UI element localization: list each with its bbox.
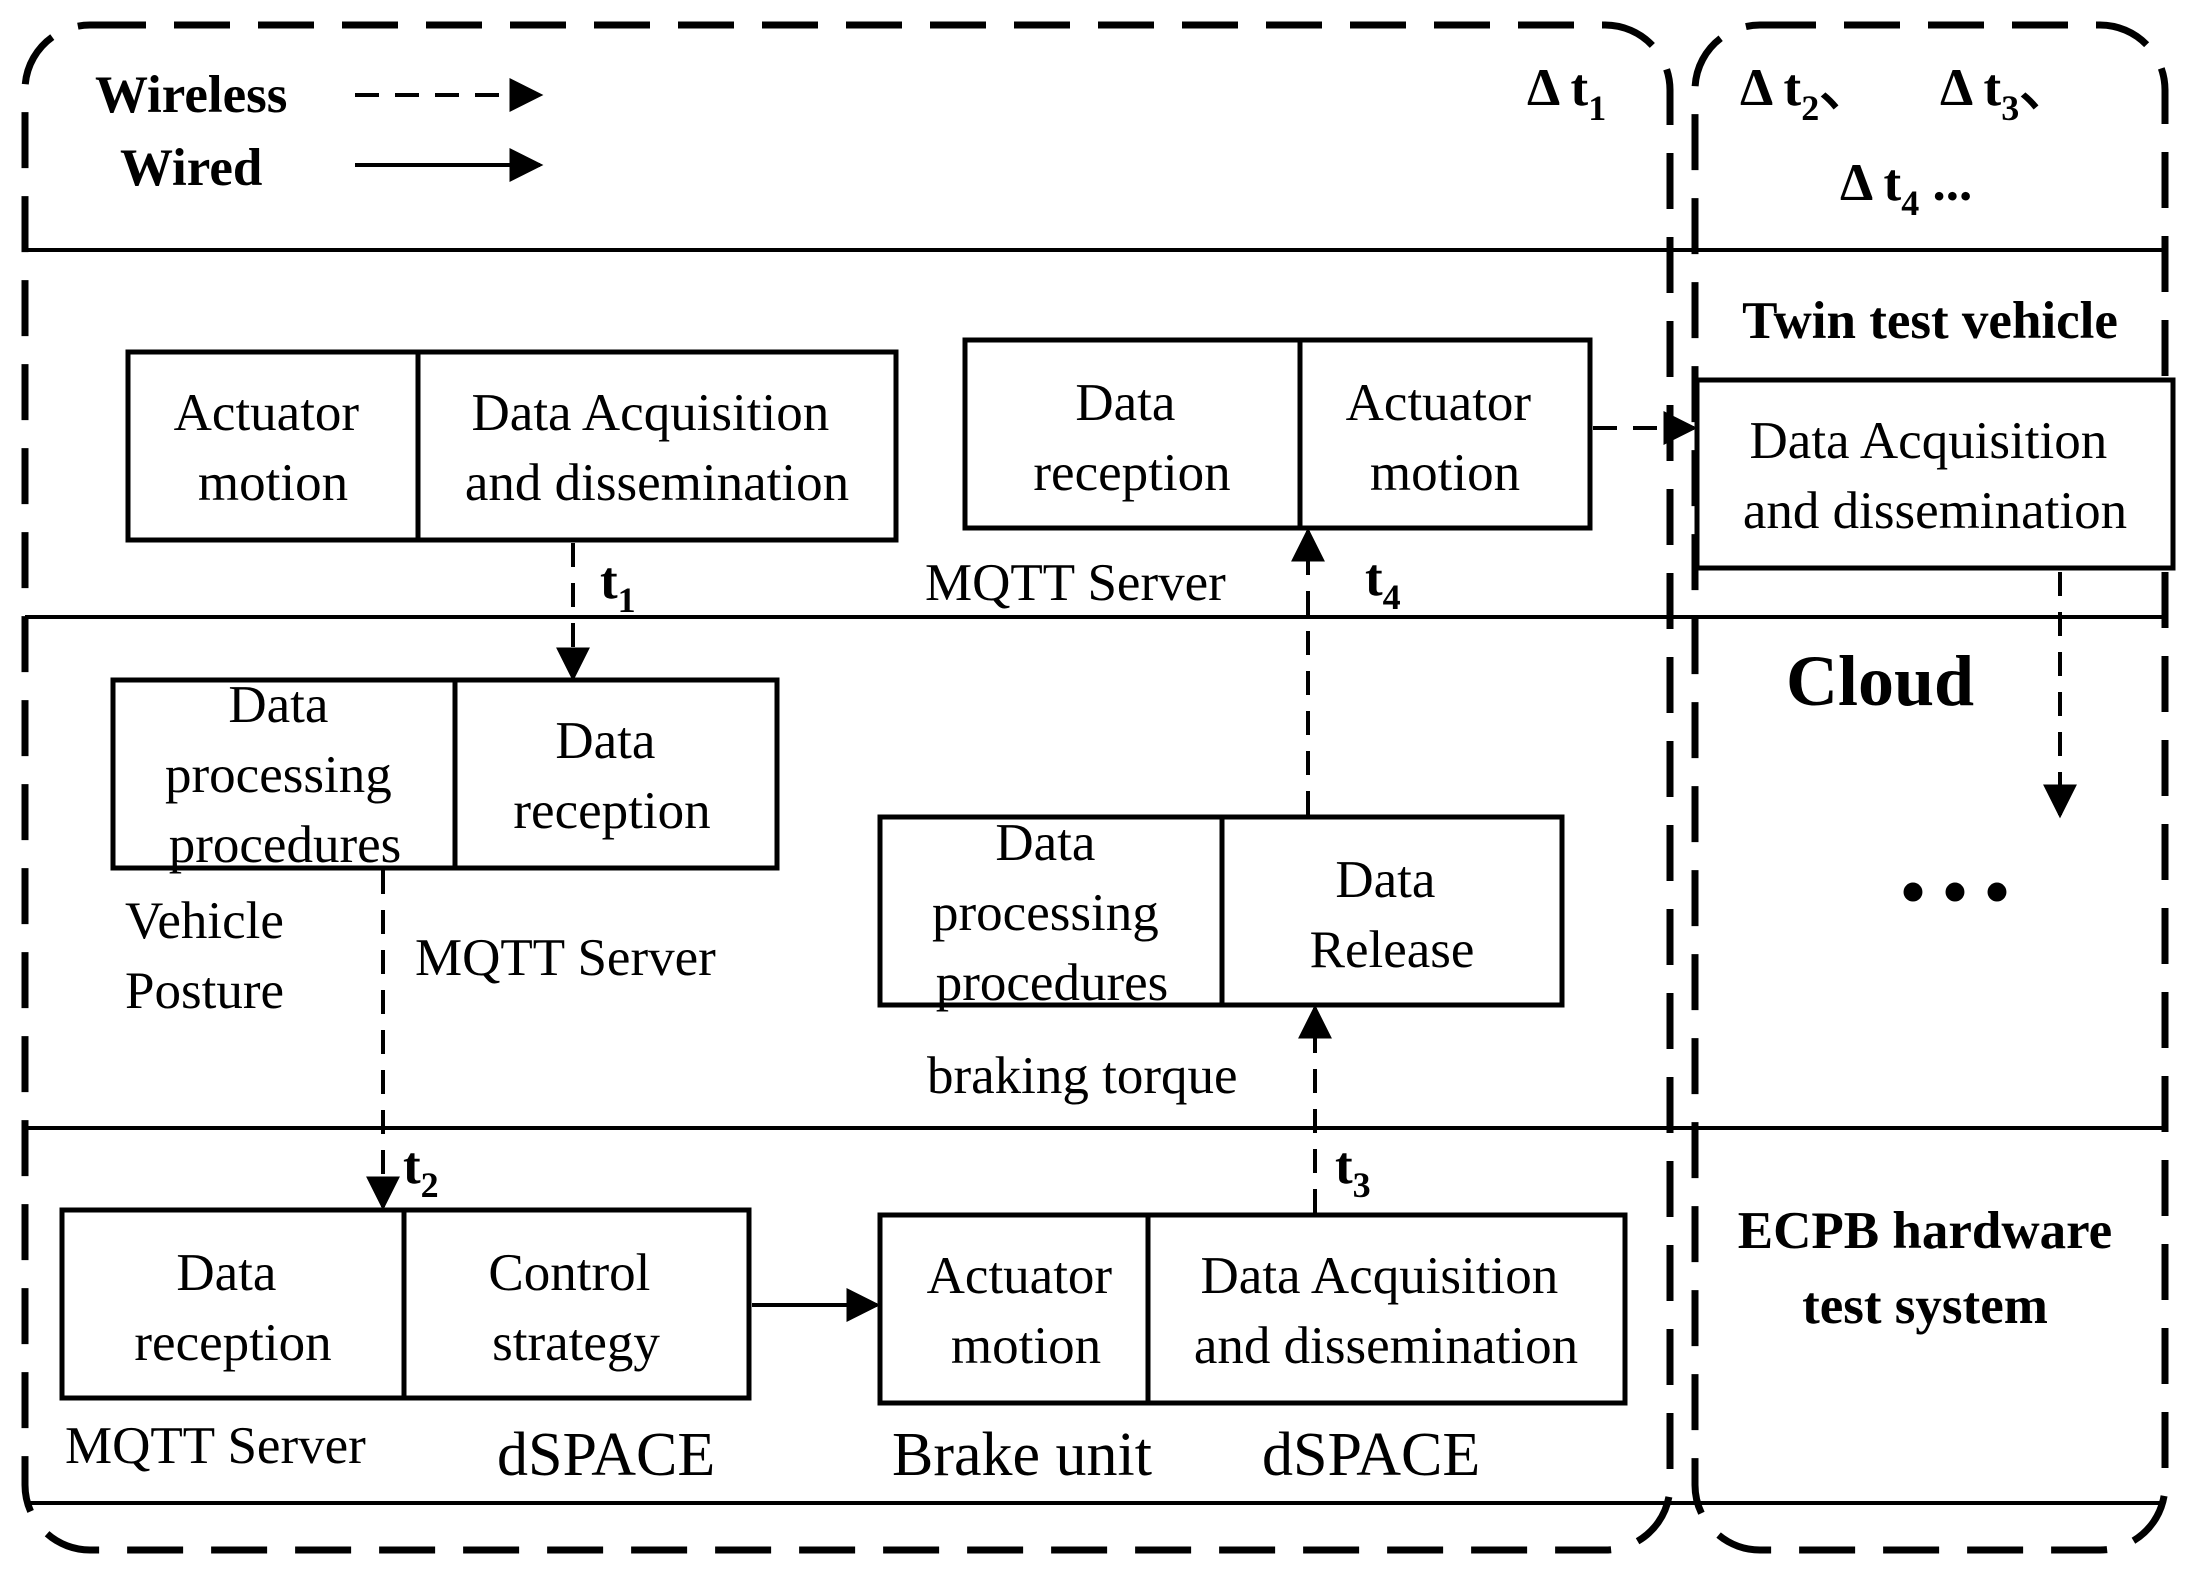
dspace-left-caption: dSPACE bbox=[497, 1421, 715, 1489]
vehicle-posture-caption: Vehicle Posture bbox=[125, 892, 297, 1020]
braking-torque-caption: braking torque bbox=[927, 1047, 1238, 1105]
cloud-reception-left-text: Data reception bbox=[513, 712, 710, 840]
t4-label: t4 bbox=[1365, 549, 1401, 617]
tv-acquisition-box bbox=[415, 349, 899, 543]
t1-label: t1 bbox=[600, 552, 636, 620]
hw-acquisition-box bbox=[1145, 1212, 1628, 1406]
cloud-processing-mid-text: Data processing procedures bbox=[932, 814, 1172, 1012]
hw-reception-box bbox=[59, 1207, 407, 1401]
hw-control-box bbox=[401, 1207, 752, 1401]
tv-acquisition-text: Data Acquisition and dissemination bbox=[465, 384, 849, 512]
cloud-reception-left-box bbox=[452, 677, 780, 871]
hw-actuator-text: Actuator motion bbox=[927, 1247, 1126, 1375]
cloud-label: Cloud bbox=[1786, 641, 1974, 721]
t3-label: t3 bbox=[1335, 1137, 1371, 1205]
hw-control-text: Control strategy bbox=[488, 1244, 663, 1372]
delta-t1-frame bbox=[21, 21, 1674, 1554]
twin-acquisition-box bbox=[1694, 377, 2176, 571]
delta-t1-label: Δ t1 bbox=[1527, 59, 1606, 128]
legend-wireless-label: Wireless bbox=[95, 66, 287, 124]
delta-t2-label: Δ t2、 bbox=[1740, 59, 1872, 128]
legend-wired-label: Wired bbox=[120, 139, 262, 197]
cloud-release-text: Data Release bbox=[1310, 851, 1475, 979]
tv-actuator-text: Actuator motion bbox=[174, 384, 373, 512]
mqtt-cloud-caption: MQTT Server bbox=[415, 929, 716, 987]
mqtt-top-reception-box bbox=[962, 337, 1303, 531]
hw-acquisition-text: Data Acquisition and dissemination bbox=[1194, 1247, 1578, 1375]
mqtt-top-actuator-text: Actuator motion bbox=[1346, 374, 1545, 502]
delta-t3-label: Δ t3、 bbox=[1940, 59, 2072, 128]
hw-reception-text: Data reception bbox=[134, 1244, 331, 1372]
hw-actuator-box bbox=[877, 1212, 1151, 1406]
mqtt-top-actuator-box bbox=[1297, 337, 1593, 531]
mqtt-top-reception-text: Data reception bbox=[1033, 374, 1230, 502]
delta-t2-frame bbox=[1691, 21, 2169, 1554]
mqtt-top-caption: MQTT Server bbox=[925, 554, 1226, 612]
twin-acquisition-text: Data Acquisition and dissemination bbox=[1743, 412, 2127, 540]
ecpb-label-line1: ECPB hardware bbox=[1738, 1202, 2112, 1260]
brake-unit-caption: Brake unit bbox=[892, 1421, 1152, 1489]
ecpb-label-line2: test system bbox=[1802, 1277, 2048, 1335]
dspace-right-caption: dSPACE bbox=[1262, 1421, 1480, 1489]
cloud-processing-mid-box bbox=[877, 814, 1225, 1008]
t2-label: t2 bbox=[403, 1137, 439, 1205]
mqtt-bottom-caption: MQTT Server bbox=[65, 1417, 366, 1475]
tv-actuator-box bbox=[125, 349, 421, 543]
cloud-processing-left-text: Data processing procedures bbox=[165, 676, 405, 874]
ellipsis-label: • • • bbox=[1901, 854, 2010, 931]
delta-t4-label: Δ t4 ... bbox=[1840, 154, 1972, 223]
cloud-release-box bbox=[1219, 814, 1565, 1008]
twin-test-vehicle-label: Twin test vehicle bbox=[1742, 292, 2118, 350]
